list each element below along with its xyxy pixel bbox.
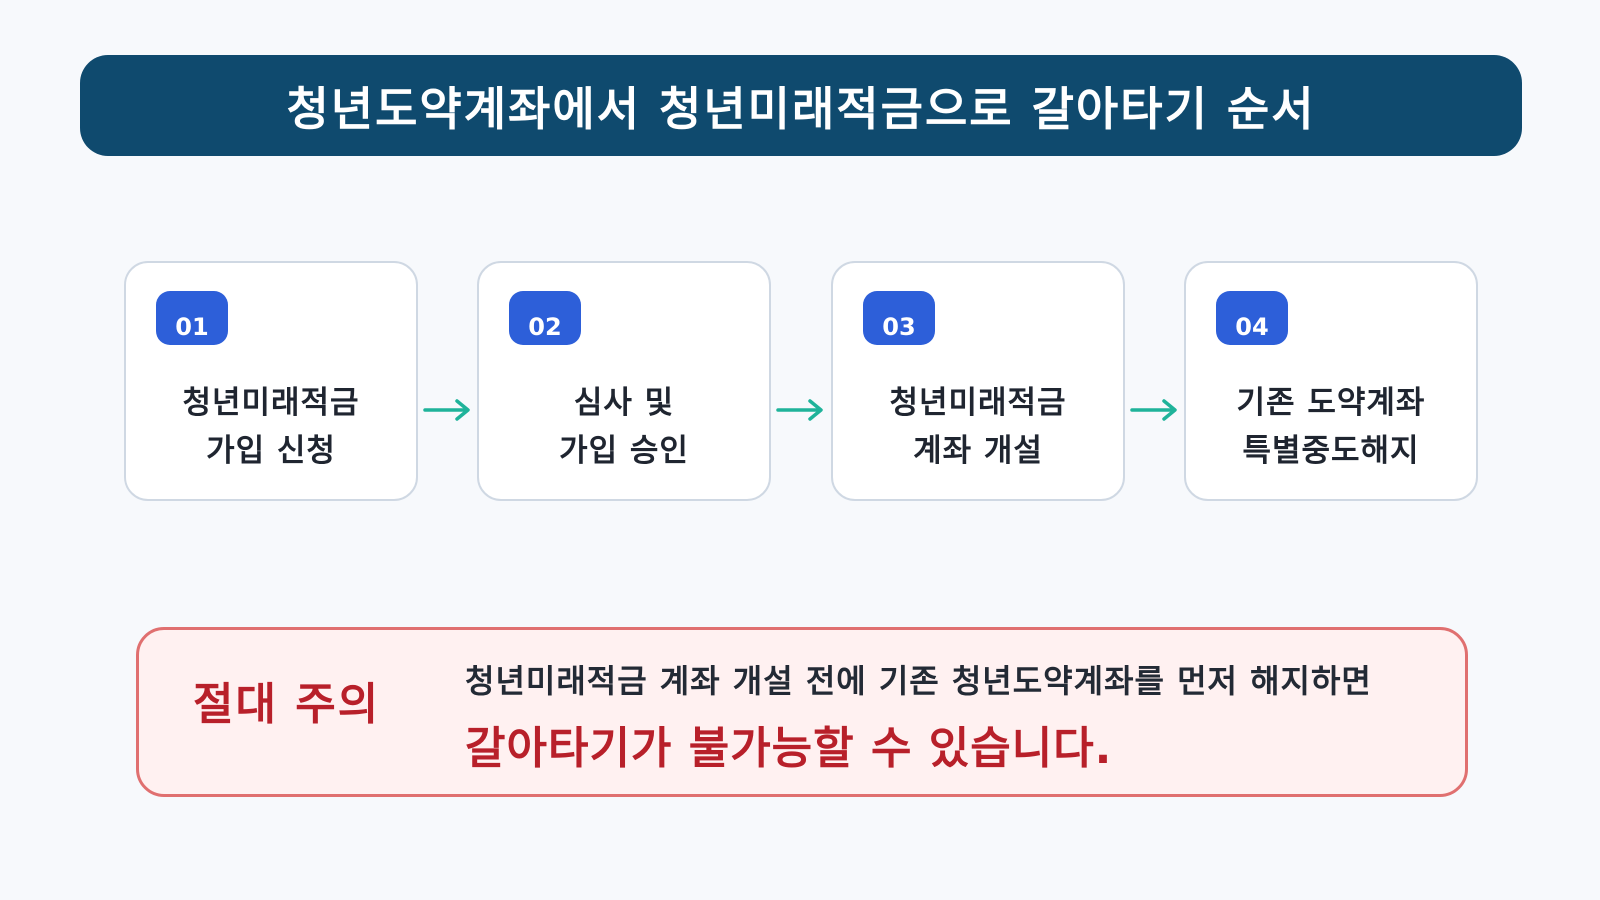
step-card-1: 01 청년미래적금 가입 신청: [124, 261, 418, 501]
step-badge-1: 01: [156, 291, 228, 345]
title-banner: 청년도약계좌에서 청년미래적금으로 갈아타기 순서: [80, 55, 1522, 156]
step-card-4: 04 기존 도약계좌 특별중도해지: [1184, 261, 1478, 501]
step-badge-4: 04: [1216, 291, 1288, 345]
arrow-right-icon: [776, 399, 823, 421]
step-label-1-line1: 청년미래적금: [182, 385, 360, 421]
step-label-4-line1: 기존 도약계좌: [1236, 385, 1426, 421]
step-label-4: 기존 도약계좌 특별중도해지: [1186, 379, 1476, 475]
step-badge-2: 02: [509, 291, 581, 345]
warning-text-line2: 갈아타기가 불가능할 수 있습니다.: [465, 723, 1113, 774]
step-card-3: 03 청년미래적금 계좌 개설: [831, 261, 1125, 501]
step-label-2-line1: 심사 및: [573, 385, 675, 421]
step-label-2-line2: 가입 승인: [559, 433, 689, 469]
arrow-right-icon: [1130, 399, 1177, 421]
warning-text-line1: 청년미래적금 계좌 개설 전에 기존 청년도약계좌를 먼저 해지하면: [465, 662, 1372, 700]
step-label-2: 심사 및 가입 승인: [479, 379, 769, 475]
step-badge-3: 03: [863, 291, 935, 345]
arrow-right-icon: [423, 399, 470, 421]
step-label-3-line1: 청년미래적금: [889, 385, 1067, 421]
warning-box: 절대 주의 청년미래적금 계좌 개설 전에 기존 청년도약계좌를 먼저 해지하면…: [136, 627, 1468, 797]
step-label-4-line2: 특별중도해지: [1242, 433, 1420, 469]
step-card-2: 02 심사 및 가입 승인: [477, 261, 771, 501]
step-label-1: 청년미래적금 가입 신청: [126, 379, 416, 475]
warning-title: 절대 주의: [193, 679, 381, 730]
step-label-3-line2: 계좌 개설: [913, 433, 1043, 469]
step-label-1-line2: 가입 신청: [206, 433, 336, 469]
page-title: 청년도약계좌에서 청년미래적금으로 갈아타기 순서: [286, 81, 1316, 136]
step-label-3: 청년미래적금 계좌 개설: [833, 379, 1123, 475]
